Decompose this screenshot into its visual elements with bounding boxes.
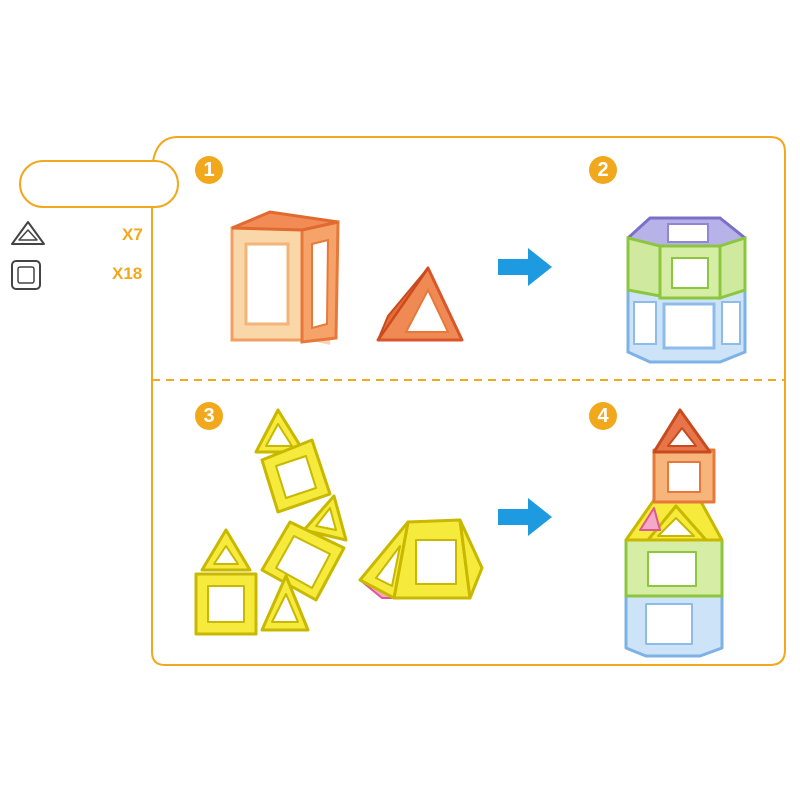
step-1-badge: 1	[195, 156, 223, 184]
step3-dome	[358, 518, 484, 600]
step2-octagon-tower	[626, 216, 747, 364]
arrow-step3-to-4	[498, 498, 552, 536]
step1-pyramid	[376, 266, 464, 342]
square-count: X18	[112, 264, 143, 283]
step-4-badge: 4	[589, 402, 617, 430]
arrow-step1-to-2	[498, 248, 552, 286]
triangle-count: X7	[122, 225, 143, 244]
square-piece-icon	[11, 260, 41, 290]
blank-label-pill	[19, 160, 179, 208]
step4-tower	[624, 408, 724, 658]
step3-yellow-pieces	[194, 408, 348, 636]
triangle-piece-icon	[11, 221, 45, 245]
step-2-badge: 2	[589, 156, 617, 184]
step-3-badge: 3	[195, 402, 223, 430]
step1-prism	[230, 210, 340, 345]
